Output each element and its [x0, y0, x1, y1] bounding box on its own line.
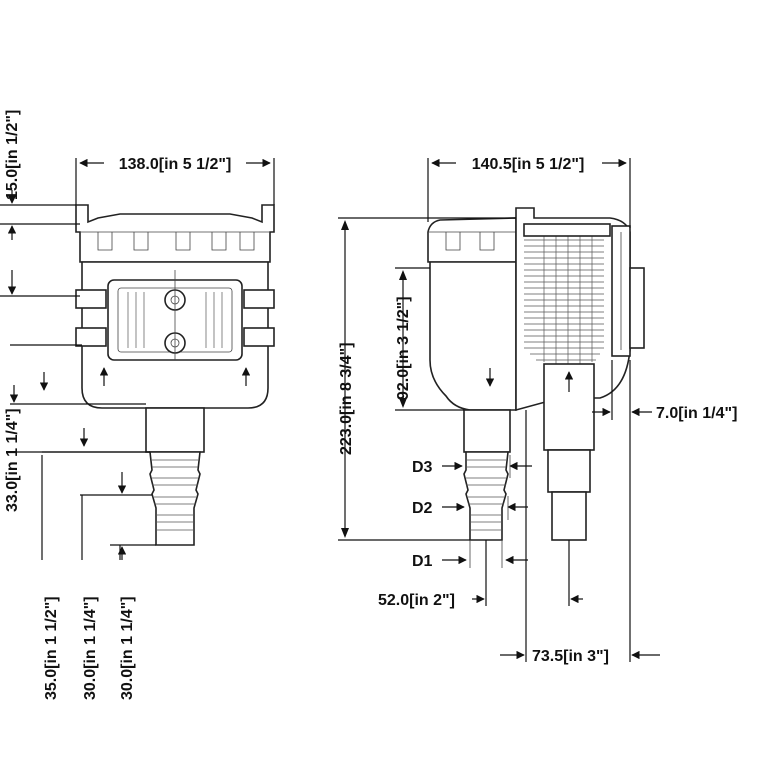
side-body	[429, 261, 517, 411]
front-top-label: 15.0[in 1/2"]	[4, 110, 21, 200]
front-dimensions: 138.0[in 5 1/2"] 15.0[in 1/2"] 33.0[in 1…	[0, 110, 275, 700]
front-d2-label: 30.0[in 1 1/4"]	[82, 596, 99, 700]
side-body-label: 92.0[in 3 1/2"]	[395, 296, 412, 400]
front-clamp-left	[75, 289, 107, 309]
side-dimensions: 140.5[in 5 1/2"] 223.0[in 8 3/4"] 92.0[i…	[338, 156, 737, 665]
side-height-label: 223.0[in 8 3/4"]	[338, 342, 355, 455]
side-outlet-offset-label: 52.0[in 2"]	[378, 592, 455, 609]
front-d3-label: 35.0[in 1 1/2"]	[43, 596, 60, 700]
side-inlet-offset-label: 73.5[in 3"]	[532, 648, 609, 665]
front-width-label: 138.0[in 5 1/2"]	[119, 156, 232, 173]
side-lid	[427, 217, 517, 263]
front-view	[75, 204, 275, 546]
side-d1-label: D1	[412, 553, 433, 570]
side-d2-label: D2	[412, 500, 433, 517]
side-view	[427, 207, 645, 541]
front-lid-notches	[80, 231, 270, 251]
side-outlet-neck	[463, 409, 511, 453]
side-inlet-tail	[547, 449, 591, 493]
front-neck	[145, 407, 205, 453]
side-width-label: 140.5[in 5 1/2"]	[472, 156, 585, 173]
front-clamp-right	[243, 289, 275, 309]
side-outlet-tail	[463, 451, 509, 541]
side-basket-grille	[524, 236, 604, 364]
side-d3-label: D3	[412, 459, 433, 476]
front-d1-label: 30.0[in 1 1/4"]	[119, 596, 136, 700]
front-hose-tail	[149, 451, 201, 546]
side-flange-label: 7.0[in 1/4"]	[656, 405, 737, 422]
front-neck-label: 33.0[in 1 1/4"]	[4, 408, 21, 512]
front-lid	[75, 204, 275, 263]
